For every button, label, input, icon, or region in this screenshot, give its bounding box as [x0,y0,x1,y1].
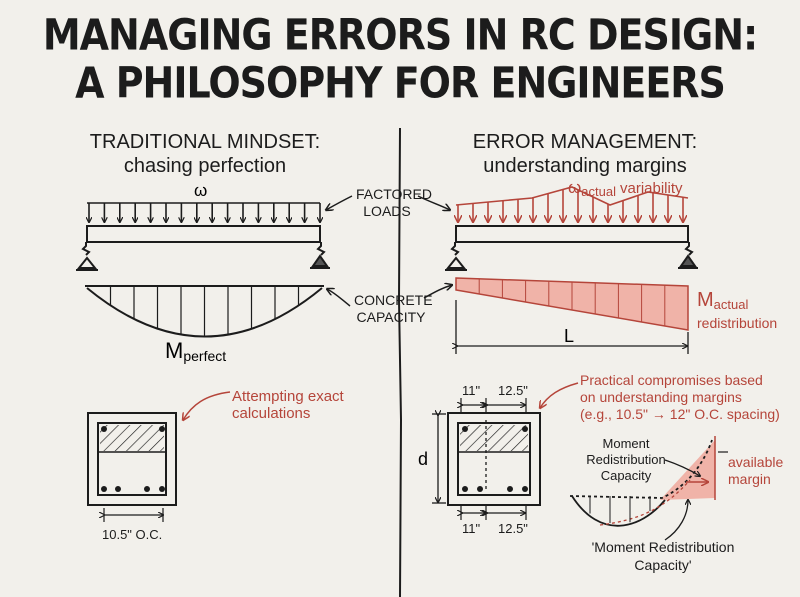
mrc-line-3: Capacity [600,468,652,483]
dim-bot-b: 12.5" [498,521,528,536]
right-heading-line-1: ERROR MANAGEMENT: [472,131,698,153]
compromise-line-3: (e.g., 10.5" → 12" O.C. spacing) [580,406,780,422]
left-heading: TRADITIONAL MINDSET: chasing perfection [60,130,350,178]
concrete-arrow-left [327,289,351,307]
rebar-dot [522,486,528,492]
left-moment-diagram [85,285,324,338]
right-rebar-dots [462,426,528,492]
left-annotation-line-2: calculations [232,405,311,422]
bottom-mrc-line-2: Capacity' [634,557,692,573]
rebar-dot [101,486,107,492]
factored-arrow-right [417,195,450,210]
rebar-dot [462,426,468,432]
rebar-dot [159,426,165,432]
right-top-dimensions [461,398,527,412]
title-line-2: A PHILOSOPHY FOR ENGINEERS [75,58,726,108]
span-label: L [564,326,574,346]
left-uniform-load [87,202,320,222]
span-dimension [456,300,689,354]
compromise-line-2: on understanding margins [580,389,742,405]
right-beam [445,225,698,271]
rebar-dot [507,486,513,492]
dim-top-a: 11" [462,383,481,398]
depth-label: d [418,449,428,469]
right-variable-load [456,186,689,222]
dim-top-b: 12.5" [498,383,528,398]
title-line-1: MANAGING ERRORS IN RC DESIGN: [42,10,758,60]
factored-loads-label: FACTORED LOADS [356,186,432,220]
factored-arrow-left [326,195,353,210]
center-divider [397,127,403,597]
available-margin-line-1: available [728,454,784,470]
rebar-dot [144,486,150,492]
right-section [447,412,541,506]
right-bottom-dimensions [461,506,527,520]
left-annotation-arrow [183,391,231,420]
left-moment-label: Mperfect [165,338,226,364]
compromise-line-1: Practical compromises based [580,372,763,388]
rebar-dot [159,486,165,492]
depth-dimension [432,414,446,504]
concrete-arrow-right [423,285,452,299]
right-heading-line-2: understanding margins [483,155,687,177]
compromise-note: Practical compromises based on understan… [580,372,780,423]
bottom-mrc-line-1: 'Moment Redistribution [591,539,735,555]
mrc-label: Moment Redistribution Capacity [574,436,678,484]
right-heading: ERROR MANAGEMENT: understanding margins [435,130,735,178]
left-annotation-line-1: Attempting exact [232,388,344,405]
left-beam [76,225,330,271]
bottom-mrc-label: 'Moment Redistribution Capacity' [578,538,748,574]
left-load-symbol: ω [194,181,207,200]
left-heading-line-2: chasing perfection [123,155,287,177]
left-section [87,412,177,506]
mrc-line-1: Moment [602,436,650,451]
rebar-dot [101,426,107,432]
redistribution-diagram [569,436,728,527]
factored-loads-line-1: FACTORED [356,186,432,202]
concrete-capacity-line-1: CONCRETE [354,292,433,308]
right-moment-line-2: redistribution [697,315,777,331]
left-heading-line-1: TRADITIONAL MINDSET: [89,131,321,153]
mrc-arrow [664,459,700,476]
rebar-dot [522,426,528,432]
rebar-dot [462,486,468,492]
concrete-capacity-label: CONCRETE CAPACITY [354,292,433,326]
concrete-capacity-line-2: CAPACITY [356,309,426,325]
mrc-line-2: Redistribution [586,452,666,467]
left-annotation: Attempting exact calculations [232,388,344,422]
factored-loads-line-2: LOADS [363,203,411,219]
right-moment-diagram [455,277,689,331]
left-spacing-label: 10.5" O.C. [102,527,163,542]
left-spacing-dimension [104,508,163,522]
available-margin-line-2: margin [728,471,771,487]
dim-bot-a: 11" [462,521,481,536]
left-rebar-dots [101,426,165,492]
bottom-arrow [664,500,688,541]
right-annotation-arrow [540,382,579,408]
rebar-dot [477,486,483,492]
rebar-dot [115,486,121,492]
right-moment-label: Mactual [697,289,748,312]
available-margin-label: available margin [728,454,783,488]
